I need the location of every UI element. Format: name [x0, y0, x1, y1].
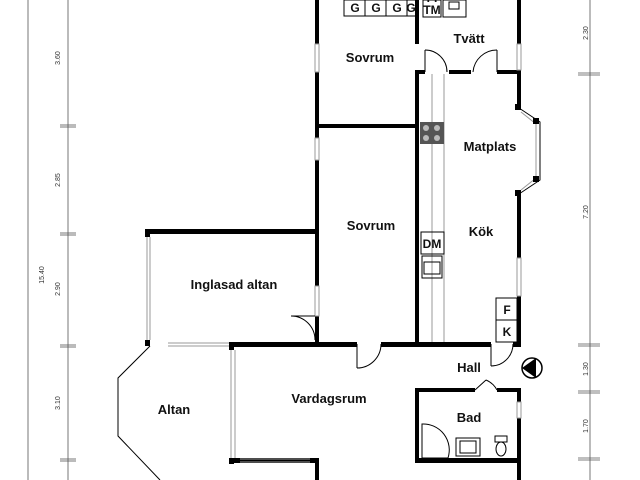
right-dimension-lines [578, 0, 600, 480]
dim-right-1: 2.30 [583, 26, 590, 40]
wardrobe-mark-4: G [406, 1, 415, 15]
walls [145, 0, 521, 480]
entrance-arrow-icon [521, 357, 543, 379]
room-sovrum-1: Sovrum [346, 50, 394, 65]
dim-right-2: 7.20 [583, 205, 590, 219]
room-tvatt: Tvätt [453, 31, 485, 46]
room-inglasad-altan: Inglasad altan [191, 277, 278, 292]
room-bad: Bad [457, 410, 482, 425]
windows [146, 43, 522, 463]
dim-left-2: 2.85 [55, 173, 62, 187]
room-hall: Hall [457, 360, 481, 375]
dim-left-4: 3.10 [55, 396, 62, 410]
dim-right-4: 1.70 [583, 419, 590, 433]
altan-outline [117, 345, 161, 480]
appliances: DM F K [420, 231, 518, 343]
dryer-mark: TT [425, 0, 440, 5]
freezer-mark: F [503, 303, 510, 317]
wardrobe-mark-3: G [392, 1, 401, 15]
dishwasher-mark: DM [423, 237, 442, 251]
dim-total: 15.40 [39, 266, 46, 284]
room-vardagsrum: Vardagsrum [291, 391, 366, 406]
room-matplats: Matplats [464, 139, 517, 154]
room-sovrum-2: Sovrum [347, 218, 395, 233]
wardrobes: G G G G [343, 0, 418, 17]
wardrobe-mark-1: G [350, 1, 359, 15]
dim-left-3: 2.90 [55, 282, 62, 296]
kitchen-counter [420, 74, 445, 342]
dim-right-3: 1.30 [583, 362, 590, 376]
bathroom-fixtures [421, 423, 508, 459]
left-dimension-lines [27, 0, 76, 480]
bay-window [515, 104, 541, 196]
room-kok: Kök [469, 224, 494, 239]
door-swings [290, 49, 514, 391]
room-altan: Altan [158, 402, 191, 417]
fridge-mark: K [503, 325, 512, 339]
wardrobe-mark-2: G [371, 1, 380, 15]
laundry-machines: TT TM [422, 0, 467, 18]
dim-left-1: 3.60 [55, 51, 62, 65]
washer-mark: TM [423, 3, 440, 17]
